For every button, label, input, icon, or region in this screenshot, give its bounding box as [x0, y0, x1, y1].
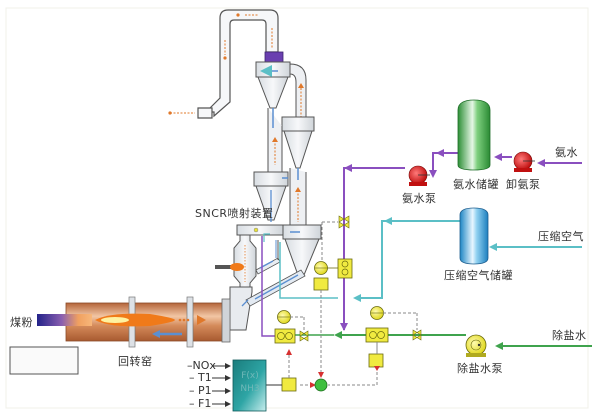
rotary-kiln — [9, 296, 231, 375]
kiln-flame — [95, 313, 175, 327]
demin-water-input-label: 除盐水 — [552, 329, 587, 342]
demin-water-pump-label: 除盐水泵 — [457, 362, 503, 375]
instruments — [266, 215, 422, 392]
cyclone-c3-top — [253, 171, 289, 187]
clinker-cooler — [9, 346, 79, 375]
controller-input-arrows — [212, 363, 231, 407]
controller-function-text: F(x) — [241, 371, 259, 381]
controller-input-f1: – F1 — [189, 397, 212, 410]
coal-powder-label: 煤粉 — [10, 316, 33, 329]
cyclone-c2-top — [281, 116, 315, 132]
sncr-device-label: SNCR喷射装置 — [195, 207, 274, 220]
demin-water-system — [290, 331, 592, 350]
calciner-burner — [215, 265, 231, 269]
valve-lower-left — [299, 330, 309, 342]
controller-input-nox: –NOx — [187, 359, 216, 372]
unload-pump-label: 卸氨泵 — [506, 178, 541, 191]
rotary-kiln-label: 回转窑 — [118, 355, 153, 368]
control-valve-actuator-3 — [368, 353, 384, 368]
cyclone-c1-top — [255, 61, 291, 78]
ammonia-water-input-label: 氨水 — [555, 146, 578, 159]
cyclone-c4-cone — [284, 238, 320, 276]
compressed-air-tank — [459, 207, 489, 265]
coal-burner-pipe — [37, 314, 92, 326]
controller-input-t1: – T1 — [189, 371, 212, 384]
kiln-hood — [221, 298, 231, 343]
flow-meter-2 — [274, 328, 296, 344]
id-fan — [264, 51, 284, 64]
ammonia-pump-label: 氨水泵 — [402, 192, 437, 205]
kiln-inlet-chamber — [229, 286, 253, 331]
controller-input-p1: – P1 — [189, 384, 212, 397]
cyclone-c1-cone — [257, 76, 289, 109]
tertiary-air-duct — [255, 257, 281, 275]
control-valve-actuator-1 — [313, 277, 329, 291]
demin-water-pump — [465, 334, 487, 357]
cyclone-c2-cone — [283, 130, 313, 169]
ammonia-tank — [457, 99, 491, 171]
riser-header — [236, 224, 284, 236]
mixer-node — [314, 378, 328, 392]
calciner-flame — [230, 263, 244, 271]
compressed-air-system — [263, 217, 582, 302]
air-tank-label: 压缩空气储罐 — [444, 269, 513, 282]
air-supply-line — [356, 220, 460, 299]
unload-ammonia-pump — [513, 151, 535, 172]
kiln-tyre-2 — [186, 296, 194, 348]
control-valve-actuator-main — [281, 377, 297, 392]
compressed-air-input-label: 压缩空气 — [538, 230, 584, 243]
valve-demin — [412, 329, 422, 341]
preheater-tower — [215, 61, 322, 331]
ammonia-tank-label: 氨水储罐 — [453, 178, 499, 191]
flow-meter-1 — [337, 258, 353, 279]
cyclone-c4-top — [282, 224, 322, 240]
controller-nh3-text: NH3 — [240, 384, 260, 394]
frame — [5, 7, 589, 409]
plc-controller — [232, 359, 267, 412]
valve-top — [338, 215, 350, 229]
ammonia-supply-line — [343, 167, 405, 330]
ammonia-water-pump — [408, 165, 430, 186]
